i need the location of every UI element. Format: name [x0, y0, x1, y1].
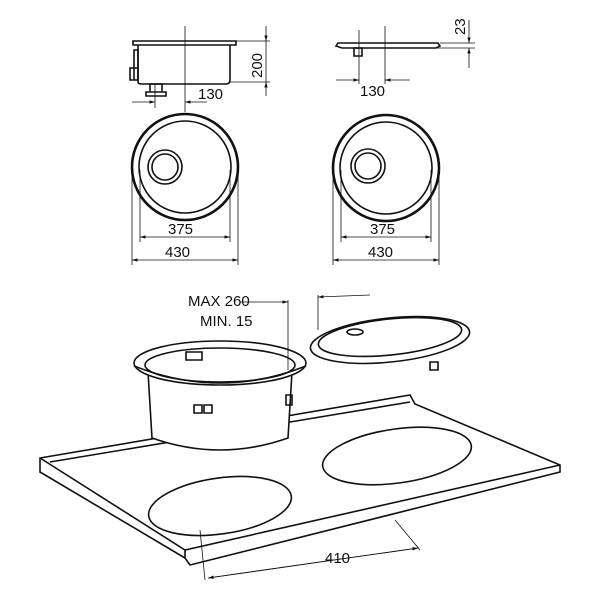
dim-cutout: 410 — [325, 550, 350, 567]
dim-side-height: 200 — [249, 53, 266, 78]
countertop-thickness-dimension: MAX 260 MIN. 15 — [188, 293, 371, 370]
dim-left-outer: 430 — [165, 244, 190, 261]
dim-side-drain-offset: 130 — [198, 86, 223, 103]
bowl-side-view: 200 130 — [129, 26, 270, 112]
bowl-top-view-left: 375 430 — [130, 112, 240, 265]
lid-side-view: 130 23 — [334, 18, 475, 100]
dim-lid-thickness: 23 — [452, 18, 469, 35]
bowl-perspective — [133, 340, 307, 451]
dim-lid-drain-offset: 130 — [360, 83, 385, 100]
bowl-top-view-right: 375 430 — [331, 113, 441, 265]
dim-left-inner: 375 — [168, 221, 193, 238]
dim-right-outer: 430 — [368, 244, 393, 261]
dim-min: MIN. 15 — [200, 313, 253, 330]
dim-right-inner: 375 — [370, 221, 395, 238]
dim-max: MAX 260 — [188, 293, 250, 310]
lid-perspective — [309, 315, 471, 371]
countertop: 410 — [39, 394, 561, 581]
